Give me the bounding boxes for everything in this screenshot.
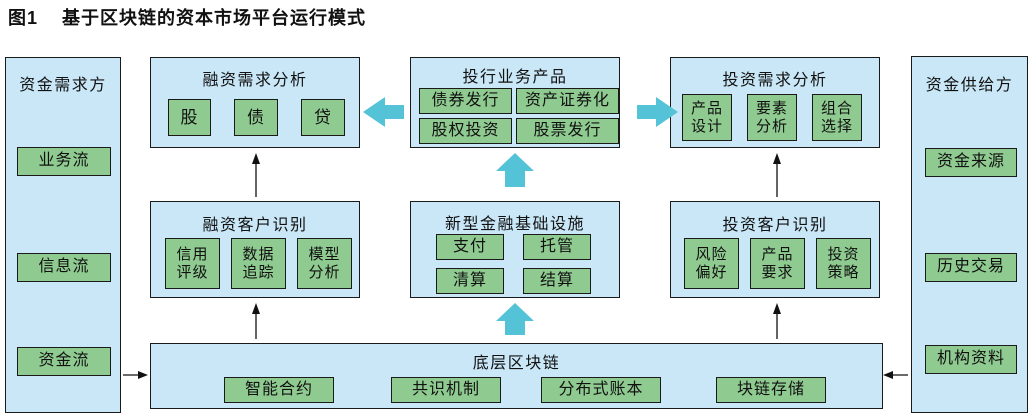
panel-financing-customer-id: 融资客户识别 信用 评级 数据 追踪 模型 分析: [150, 201, 360, 298]
panel-title-ib-products: 投行业务产品: [462, 69, 568, 86]
chip-product-design: 产品 设计: [682, 94, 732, 141]
thin-arrow-investment-customer-to-demand-icon: [773, 153, 781, 197]
panel-investment-demand-analysis: 投资需求分析 产品 设计 要素 分析 组合 选择: [670, 57, 880, 148]
thin-arrow-supply-side-to-blockchain-icon: [883, 371, 908, 379]
chip-equity-investment: 股权投资: [419, 118, 512, 144]
chip-capital-source: 资金来源: [925, 148, 1017, 177]
chip-payment: 支付: [436, 234, 504, 260]
chip-capital-flow: 资金流: [17, 347, 111, 376]
chip-bond-issuance: 债券发行: [419, 88, 512, 114]
thin-arrow-demand-side-to-blockchain-icon: [123, 371, 148, 379]
chip-smart-contract: 智能合约: [224, 377, 334, 403]
thin-arrow-financing-customer-to-demand-icon: [252, 153, 260, 197]
chip-stock-issuance: 股票发行: [516, 118, 619, 144]
figure-label: 图1: [8, 8, 39, 28]
chip-product-requirement: 产品 要求: [750, 238, 805, 289]
panel-financing-demand-analysis: 融资需求分析 股 债 贷: [150, 57, 360, 148]
panel-title-financing-demand: 融资需求分析: [202, 72, 308, 89]
block-arrow-up-infrastructure-icon: [496, 153, 534, 187]
chip-credit-rating: 信用 评级: [165, 238, 220, 289]
chip-settlement: 结算: [523, 268, 591, 294]
panel-financial-infrastructure: 新型金融基础设施 支付 托管 清算 结算: [410, 201, 620, 298]
panel-title-financing-customer: 融资客户识别: [202, 217, 308, 234]
chip-investment-strategy: 投资 策略: [816, 238, 871, 289]
block-arrow-left-icon: [363, 97, 404, 127]
chip-asset-securitization: 资产证券化: [516, 88, 619, 114]
panel-title-blockchain: 底层区块链: [472, 355, 561, 372]
chip-distributed-ledger: 分布式账本: [541, 377, 661, 403]
block-arrow-up-blockchain-icon: [496, 303, 534, 335]
panel-title-capital-demand: 资金需求方: [19, 77, 107, 94]
chip-business-flow: 业务流: [17, 147, 111, 176]
chip-loan: 贷: [301, 99, 345, 136]
panel-title-investment-demand: 投资需求分析: [722, 72, 828, 89]
figure-caption: 图1 基于区块链的资本市场平台运行模式: [8, 4, 366, 30]
panel-title-investment-customer: 投资客户识别: [722, 217, 828, 234]
chip-portfolio-selection: 组合 选择: [812, 94, 862, 141]
chip-risk-preference: 风险 偏好: [684, 238, 739, 289]
chip-clearing: 清算: [436, 268, 504, 294]
panel-title-infrastructure: 新型金融基础设施: [444, 216, 585, 233]
thin-arrow-blockchain-to-financing-customer-icon: [252, 303, 260, 339]
chip-information-flow: 信息流: [17, 253, 111, 282]
chip-institution-data: 机构资料: [925, 345, 1017, 374]
chip-factor-analysis: 要素 分析: [747, 94, 797, 141]
panel-capital-supply: 资金供给方 资金来源 历史交易 机构资料: [911, 56, 1028, 413]
chip-blockchain-storage: 块链存储: [716, 377, 826, 403]
panel-investment-customer-id: 投资客户识别 风险 偏好 产品 要求 投资 策略: [670, 201, 880, 298]
figure-title: 基于区块链的资本市场平台运行模式: [62, 8, 367, 28]
panel-ib-products: 投行业务产品 债券发行 资产证券化 股权投资 股票发行: [410, 57, 620, 148]
chip-data-tracking: 数据 追踪: [231, 238, 286, 289]
chip-custody: 托管: [523, 234, 591, 260]
chip-consensus-mechanism: 共识机制: [391, 377, 501, 403]
thin-arrow-blockchain-to-investment-customer-icon: [773, 303, 781, 339]
panel-capital-demand: 资金需求方 业务流 信息流 资金流: [5, 57, 121, 413]
panel-underlying-blockchain: 底层区块链 智能合约 共识机制 分布式账本 块链存储: [150, 343, 883, 409]
chip-model-analysis: 模型 分析: [297, 238, 352, 289]
chip-stock: 股: [168, 99, 211, 136]
chip-historical-trades: 历史交易: [925, 253, 1017, 282]
panel-title-capital-supply: 资金供给方: [925, 77, 1014, 94]
chip-bond: 债: [234, 99, 278, 136]
